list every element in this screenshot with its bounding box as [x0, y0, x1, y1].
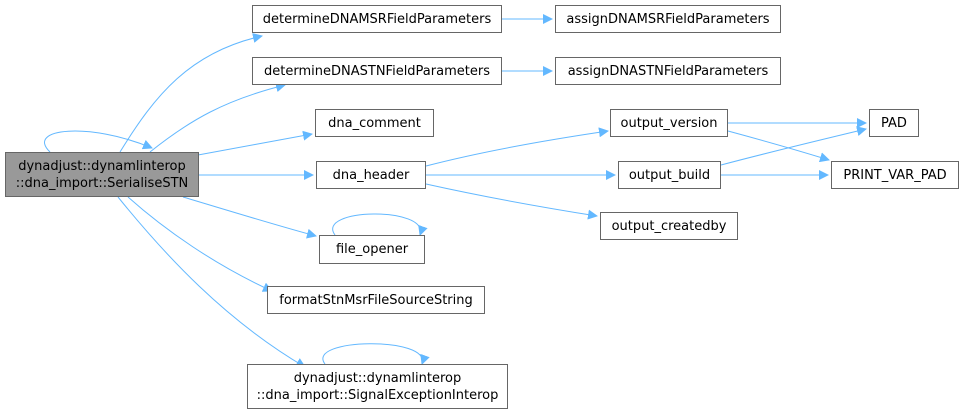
node-assign-msr-label: assignDNAMSRFieldParameters: [566, 11, 770, 27]
edge-root-format-string: [127, 196, 273, 292]
node-dna-header-label: dna_header: [332, 167, 410, 183]
node-serialise-stn-line1: dynadjust::dynamlinterop: [18, 158, 186, 174]
node-pad-label: PAD: [881, 115, 907, 131]
node-format-string[interactable]: formatStnMsrFileSourceString: [267, 286, 485, 314]
edge-root-self: [44, 130, 153, 153]
node-dna-header[interactable]: dna_header: [316, 161, 426, 189]
node-signal-exception-line1: dynadjust::dynamlinterop: [293, 370, 462, 386]
edge-root-dna-comment: [197, 130, 313, 156]
edge-root-file-opener: [182, 196, 317, 239]
edge-root-signal: [117, 196, 306, 368]
edge-root-determine-stn: [149, 82, 286, 153]
node-output-createdby[interactable]: output_createdby: [600, 212, 738, 240]
node-output-version-label: output_version: [620, 115, 718, 131]
node-dna-comment[interactable]: dna_comment: [315, 109, 434, 137]
edge-header-version: [425, 127, 609, 167]
node-output-build[interactable]: output_build: [618, 161, 721, 189]
node-assign-stn[interactable]: assignDNASTNFieldParameters: [555, 57, 781, 85]
node-serialise-stn: dynadjust::dynamlinterop ::dna_import::S…: [5, 152, 199, 197]
node-pad[interactable]: PAD: [869, 109, 919, 137]
node-print-var-pad[interactable]: PRINT_VAR_PAD: [831, 161, 959, 189]
node-file-opener[interactable]: file_opener: [319, 235, 425, 264]
node-print-var-pad-label: PRINT_VAR_PAD: [843, 167, 947, 183]
node-output-version[interactable]: output_version: [610, 109, 728, 137]
node-dna-comment-label: dna_comment: [328, 115, 421, 131]
node-output-createdby-label: output_createdby: [611, 218, 727, 234]
node-output-build-label: output_build: [628, 167, 711, 183]
node-file-opener-label: file_opener: [335, 242, 409, 257]
node-determine-stn-label: determineDNASTNFieldParameters: [264, 63, 490, 79]
node-determine-stn[interactable]: determineDNASTNFieldParameters: [252, 57, 502, 85]
edge-root-determine-msr: [119, 33, 263, 153]
node-serialise-stn-line2: ::dna_import::SerialiseSTN: [15, 175, 189, 191]
edge-version-print-var-pad: [727, 130, 830, 163]
node-determine-msr[interactable]: determineDNAMSRFieldParameters: [252, 5, 502, 33]
node-assign-msr[interactable]: assignDNAMSRFieldParameters: [555, 5, 781, 33]
edge-signal-self: [322, 343, 430, 365]
edge-header-createdby: [425, 183, 598, 220]
edge-build-pad: [720, 126, 867, 166]
node-signal-exception-line2: ::dna_import::SignalExceptionInterop: [256, 387, 499, 403]
node-format-string-label: formatStnMsrFileSourceString: [279, 292, 473, 308]
node-signal-exception[interactable]: dynadjust::dynamlinterop ::dna_import::S…: [247, 364, 508, 409]
edge-file-opener-self: [332, 213, 428, 236]
node-assign-stn-label: assignDNASTNFieldParameters: [567, 63, 769, 79]
node-determine-msr-label: determineDNAMSRFieldParameters: [262, 11, 492, 27]
